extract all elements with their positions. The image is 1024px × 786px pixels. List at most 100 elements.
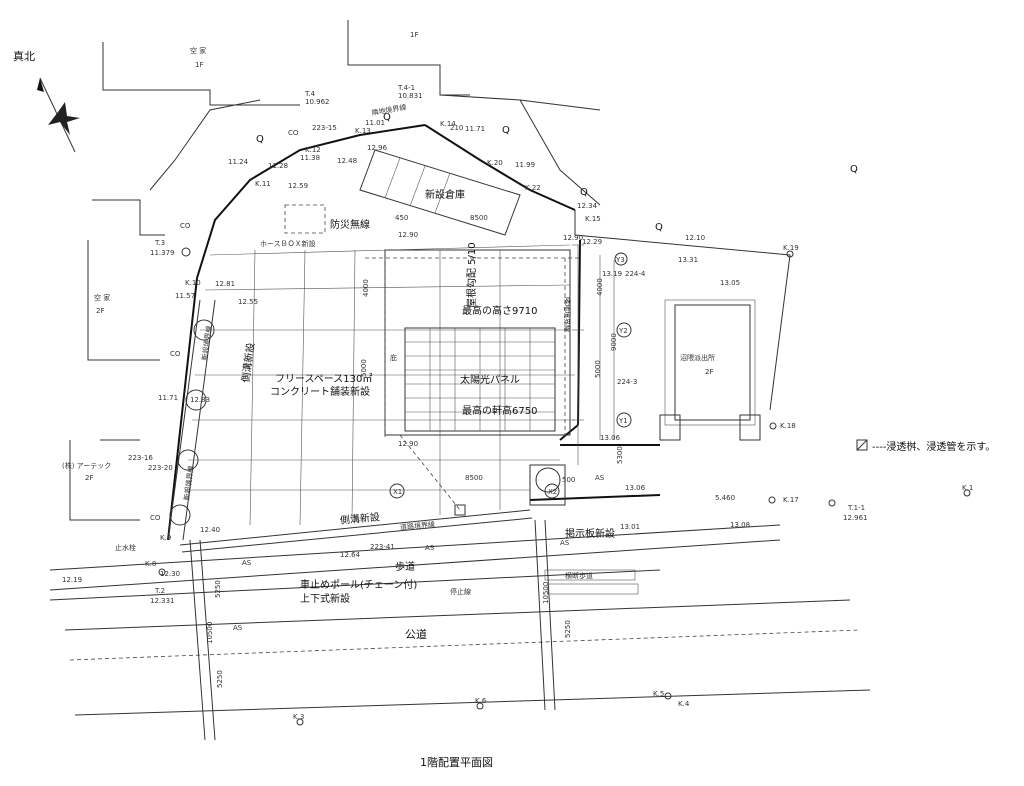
tree-mark: Q: [655, 222, 663, 233]
dim-10500-right: 10500: [542, 582, 550, 604]
elev: 11.28: [268, 162, 288, 170]
as-mark: AS: [233, 624, 243, 632]
elev: 11.24: [228, 158, 249, 166]
elev: 12.55: [238, 298, 258, 306]
label-concrete: コンクリート舗装新設: [270, 385, 370, 398]
neighbor-outlines: [69, 20, 601, 521]
elev: 11.99: [515, 161, 535, 169]
label-bollard-1: 車止めポール(チェーン付): [300, 578, 417, 591]
sp-k20: K.20: [487, 159, 503, 167]
tree-mark: Q: [256, 134, 264, 145]
dim-5000-right: 5000: [594, 360, 602, 378]
grid-x1: X1: [393, 488, 402, 496]
elev: 11.57: [175, 292, 195, 300]
label-2f-left: 2F: [96, 307, 104, 315]
grid-y2: Y2: [618, 327, 628, 335]
co-mark: CO: [288, 129, 299, 137]
elev: 13.06: [625, 484, 646, 492]
label-side-ditch-left: 側溝新設: [239, 342, 257, 383]
label-notice-board: 掲示板新設: [565, 527, 615, 540]
tree-mark: Q: [383, 112, 391, 123]
main-building: [365, 249, 580, 440]
sp-k1: K.1: [962, 484, 973, 492]
elev: 13.01: [620, 523, 640, 531]
elev: 13.08: [730, 521, 750, 529]
survey-markers: [158, 247, 971, 726]
elev: 12.29: [582, 238, 602, 246]
sp-k6: K.6: [475, 697, 487, 705]
tree-mark: Q: [580, 187, 588, 198]
elev: 11.71: [465, 125, 485, 133]
elev: 12.40: [200, 526, 220, 534]
elev: 11.01: [365, 119, 385, 127]
sp-t2: T.2: [154, 587, 165, 595]
elev: 12.10: [685, 234, 705, 242]
dim-8500-bottom: 8500: [465, 474, 483, 482]
grid-y3: Y3: [615, 256, 625, 264]
elev: 13.31: [678, 256, 698, 264]
lot-number: 223-16: [128, 454, 153, 462]
site-boundary: [167, 124, 791, 553]
elev: 12.19: [62, 576, 82, 584]
elev: 11.71: [158, 394, 178, 402]
grid-y1: Y1: [618, 417, 628, 425]
label-max-height: 最高の高さ9710: [462, 304, 537, 317]
dim-450: 450: [395, 214, 408, 222]
elev: 12.81: [215, 280, 235, 288]
dim-5250-c: 5250: [564, 620, 572, 638]
elev: 12.90: [398, 231, 418, 239]
lot-number: 224-4: [625, 270, 646, 278]
sp-t3: T.3: [154, 239, 165, 247]
sp-k18: K.18: [780, 422, 796, 430]
co-mark: CO: [170, 350, 181, 358]
elev: 13.06: [600, 434, 621, 442]
sp-t41-val: 10.831: [398, 92, 423, 100]
elev: 12.90: [398, 440, 418, 448]
as-mark: AS: [242, 559, 252, 567]
sp-t2-val: 12.331: [150, 597, 175, 605]
elev: 12.30: [160, 570, 180, 578]
label-max-eave: 最高の軒高6750: [462, 404, 537, 417]
lot-number: 224-3: [617, 378, 637, 386]
sp-k14: K.14: [440, 120, 456, 128]
legend-text: ----浸透桝、浸透管を示す。: [872, 440, 995, 453]
dim-4000-left: 4000: [362, 279, 370, 297]
label-roof-slope: 屋根勾配 5/10: [465, 242, 478, 308]
dim-9000: 9000: [610, 333, 618, 351]
dim-500: 500: [562, 476, 575, 484]
sp-k11: K.11: [255, 180, 271, 188]
dim-8500-top: 8500: [470, 214, 488, 222]
elev: 13.19: [602, 270, 622, 278]
dim-5250-b: 5250: [216, 670, 224, 688]
sp-k12: K.12: [305, 146, 321, 154]
text-layer: 真北 空 家 1F 1F 空 家 2F (株) アーテック 2F 新設倉庫 防災…: [13, 31, 995, 769]
label-eaves: 庇: [390, 353, 397, 362]
elev: 12.59: [288, 182, 308, 190]
dim-5250-a: 5250: [214, 580, 222, 598]
right-dimension-line: [572, 244, 615, 465]
sp-k22: K.22: [525, 184, 541, 192]
sp-t4-val: 10.962: [305, 98, 330, 106]
as-mark: AS: [560, 539, 570, 547]
sp-k5: K.5: [653, 690, 664, 698]
co-mark: CO: [150, 514, 161, 522]
as-mark: AS: [425, 544, 435, 552]
label-1f-b: 1F: [410, 31, 418, 39]
lot-number: 223-20: [148, 464, 173, 472]
sp-k8: K.8: [145, 560, 156, 568]
tree-mark: Q: [850, 164, 858, 175]
lot-number: 223-15: [312, 124, 337, 132]
label-bollard-2: 上下式新設: [300, 592, 350, 605]
label-public-road: 公道: [405, 627, 427, 641]
label-sidewalk: 歩道: [395, 560, 415, 573]
label-vacant-top: 空 家: [190, 46, 206, 55]
label-side-ditch-bottom: 側溝新設: [339, 510, 380, 526]
label-new-fence-upper: 新設境界線: [200, 325, 214, 361]
label-disaster-radio: 防災無線: [330, 218, 370, 231]
label-company: (株) アーテック: [62, 461, 111, 470]
label-stop-line: 停止線: [450, 587, 471, 596]
label-2f-company: 2F: [85, 474, 93, 482]
label-warehouse: 新設倉庫: [425, 188, 465, 201]
lot-number: 223-41: [370, 543, 395, 551]
